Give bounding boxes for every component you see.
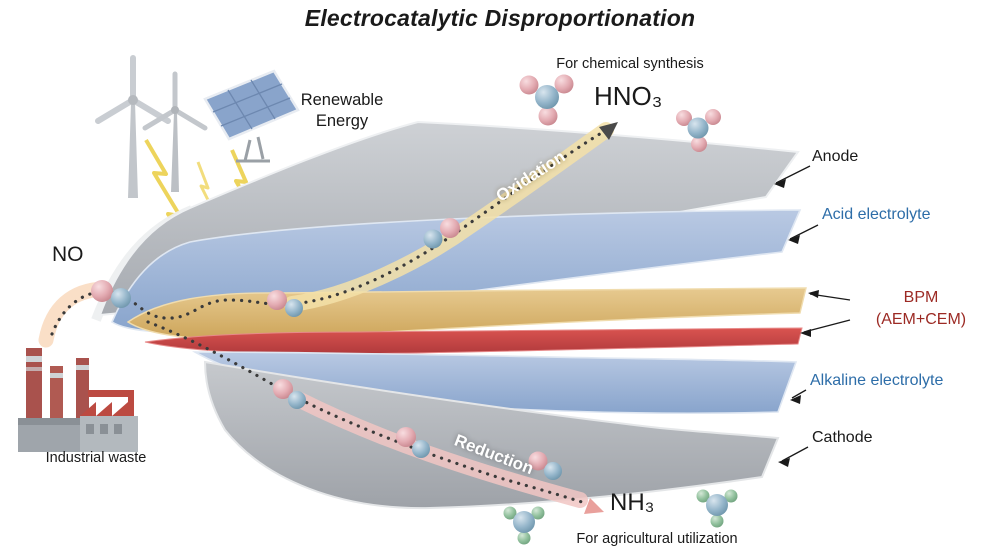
factory-illustration <box>18 348 138 452</box>
chemical-synthesis-caption: For chemical synthesis <box>556 56 704 72</box>
figure-title: Electrocatalytic Disproportionation <box>304 5 696 31</box>
bpm-layer-label: BPM (AEM+CEM) <box>850 287 992 330</box>
nh3-product-label: NH₃ <box>610 489 655 516</box>
wind-turbine-icon <box>95 55 208 198</box>
no-molecule <box>528 451 562 480</box>
no-input-label: NO <box>52 243 84 266</box>
no-molecule <box>91 280 131 308</box>
hno3-product-label: HNO₃ <box>594 81 663 111</box>
solar-panel-icon <box>203 69 300 163</box>
no-molecule <box>396 427 430 458</box>
alkaline-electrolyte-layer-label: Alkaline electrolyte <box>810 372 944 389</box>
no-molecule <box>267 290 303 317</box>
nh3-molecule <box>696 489 738 528</box>
cathode-layer-label: Cathode <box>812 429 873 446</box>
acid-electrolyte-layer-label: Acid electrolyte <box>822 206 931 223</box>
renewable-energy-label: Renewable Energy <box>300 91 384 130</box>
bpm-layer-label-line1: BPM <box>903 289 939 306</box>
reduction-dotted-path <box>146 320 587 505</box>
reduction-arrowhead-icon <box>584 498 604 514</box>
bpm-layer-label-line2: (AEM+CEM) <box>875 310 967 328</box>
reduction-glow <box>292 392 588 508</box>
agricultural-utilization-caption: For agricultural utilization <box>576 531 738 547</box>
hno3-molecule <box>519 74 574 126</box>
no-molecule <box>423 218 460 249</box>
no-molecule <box>273 379 306 409</box>
nh3-molecule <box>503 506 545 545</box>
cathode-layer <box>203 360 780 510</box>
layer-pointer-arrows <box>774 165 851 467</box>
hno3-molecule <box>676 109 721 152</box>
oxidation-arrowhead-icon <box>599 122 618 140</box>
anode-layer-label: Anode <box>812 148 859 165</box>
industrial-waste-label: Industrial waste <box>45 450 147 466</box>
